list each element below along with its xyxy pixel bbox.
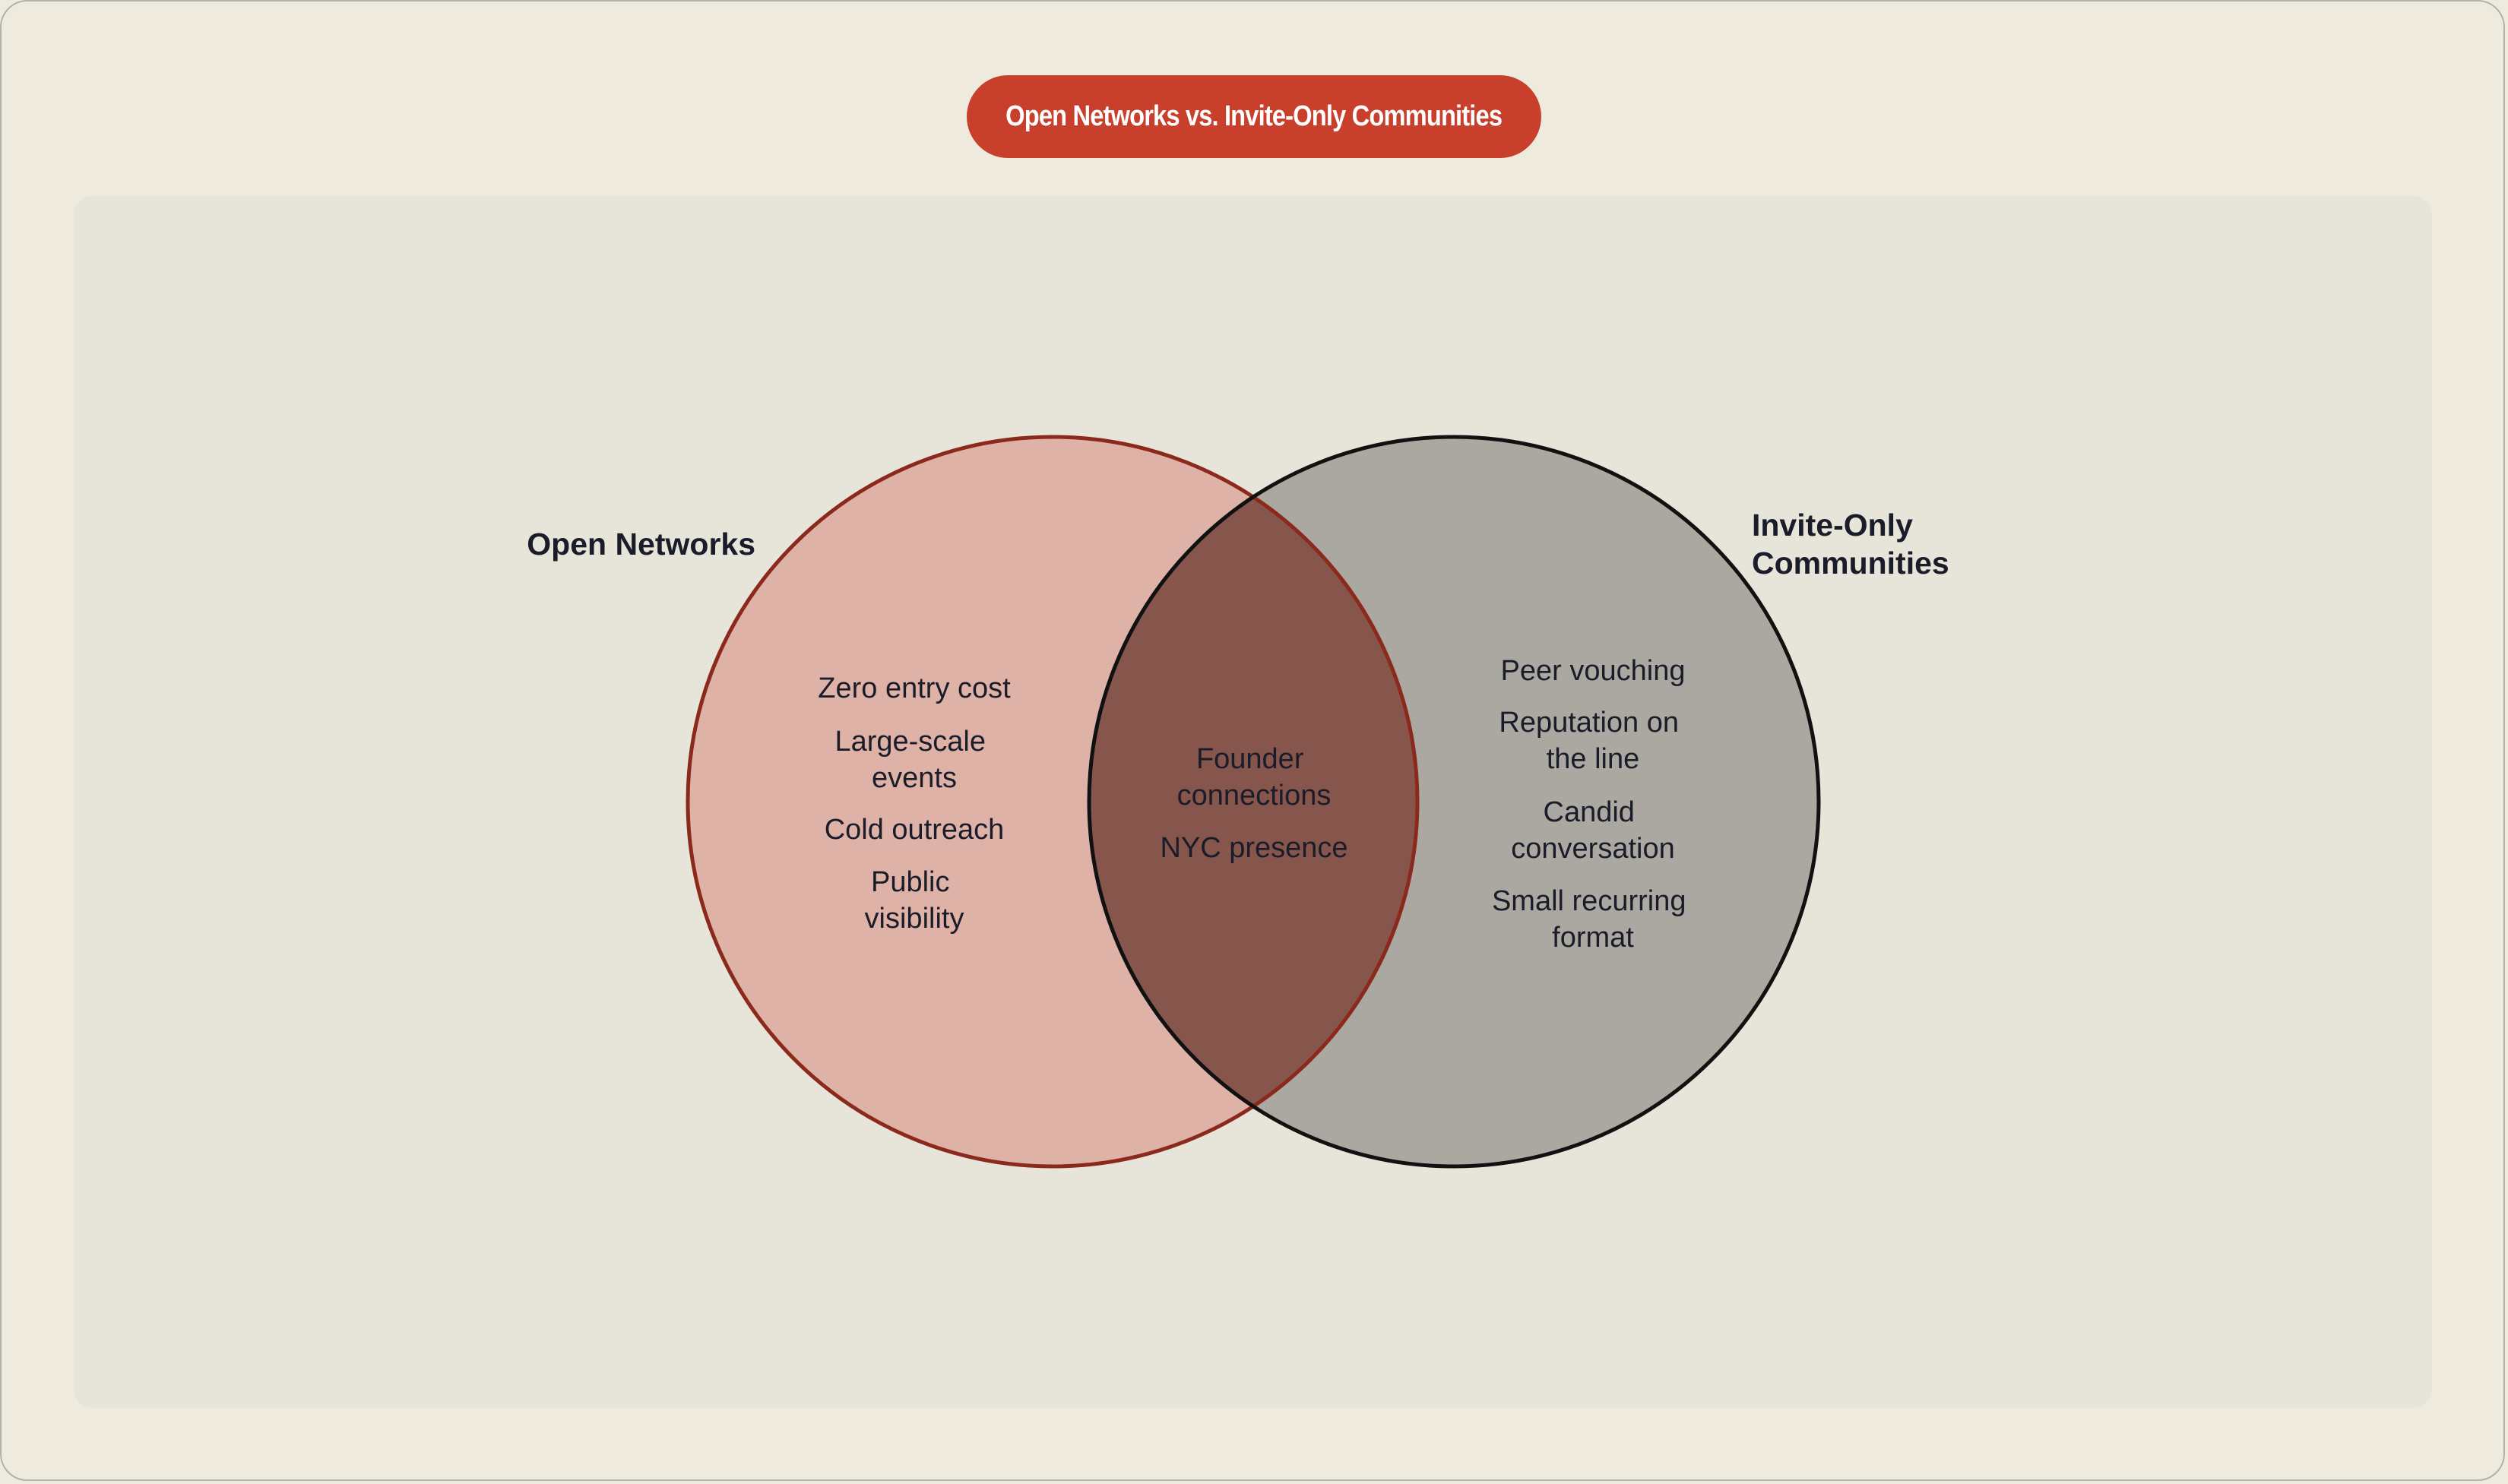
open-item-zero-entry-cost: Zero entry cost (818, 672, 1011, 704)
invite-item-peer-vouching: Peer vouching (1501, 655, 1686, 687)
open-item-cold-outreach: Cold outreach (825, 814, 1005, 846)
open-networks-label: Open Networks (527, 527, 755, 562)
open-item-public-visibility: Public visibility (865, 866, 964, 935)
invite-only-label: Invite-Only Communities (1752, 508, 1949, 581)
open-networks-outline (686, 435, 1420, 1169)
title-badge: Open Networks vs. Invite-Only Communitie… (967, 75, 1541, 158)
overlap-item-founder-connections: Founder connections (1177, 743, 1332, 812)
overlap-region (1089, 437, 1417, 1166)
invite-only-label-line: Communities (1752, 546, 1949, 581)
diagram-title: Open Networks vs. Invite-Only Communitie… (1005, 100, 1503, 132)
invite-only-label-line: Invite-Only (1752, 508, 1913, 543)
open-item-large-scale-events: Large-scale events (834, 726, 993, 794)
invite-only-items: Peer vouching Reputation on the line Can… (1492, 655, 1694, 954)
open-networks-items: Zero entry cost Large-scale events Cold … (818, 672, 1011, 935)
overlap-items: Founder connections NYC presence (1160, 743, 1347, 864)
invite-only-outline (1087, 435, 1821, 1169)
invite-item-reputation: Reputation on the line (1499, 707, 1686, 775)
overlap-item-nyc-presence: NYC presence (1160, 832, 1347, 864)
invite-item-candid-conversation: Candid conversation (1511, 796, 1674, 865)
invite-item-small-recurring-format: Small recurring format (1492, 885, 1694, 954)
